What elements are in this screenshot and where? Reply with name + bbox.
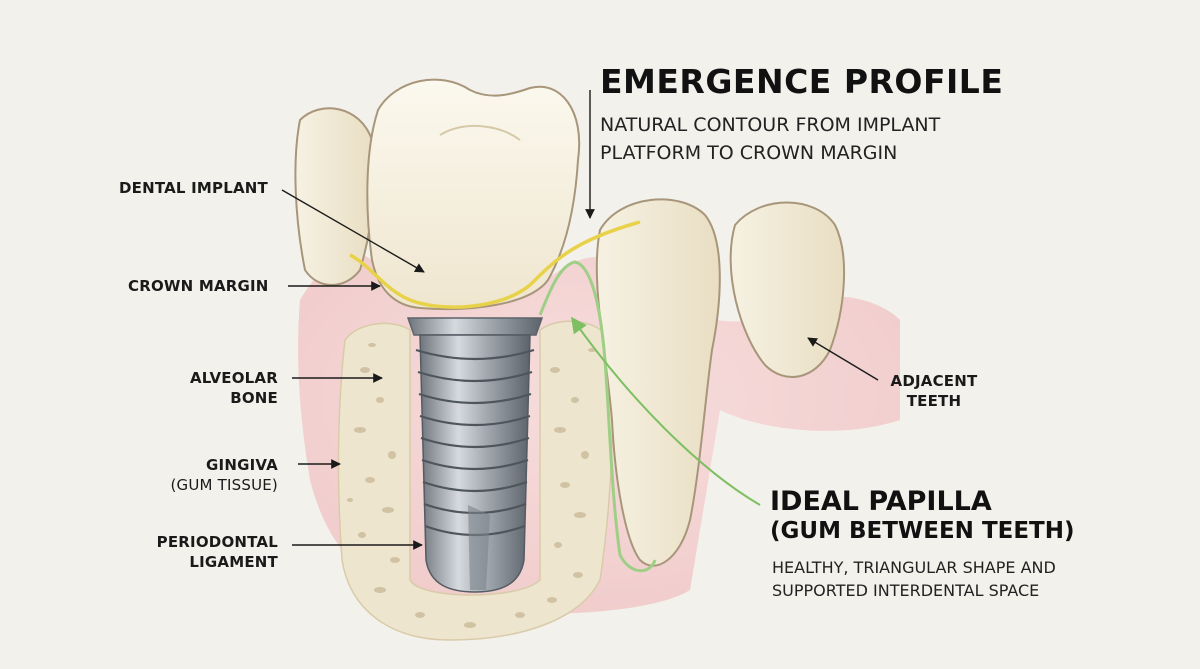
label-gingiva-line1: GINGIVA bbox=[206, 456, 278, 474]
label-adjacent-line2: TEETH bbox=[906, 392, 962, 410]
papilla-outline bbox=[538, 260, 657, 573]
label-alveolar-bone-line1: ALVEOLAR bbox=[189, 369, 278, 387]
adjacent-tooth-right bbox=[729, 201, 846, 378]
label-periodontal-line2: LIGAMENT bbox=[189, 553, 278, 571]
ideal-papilla-desc-1: HEALTHY, TRIANGULAR SHAPE AND bbox=[772, 558, 1056, 577]
label-alveolar-bone: ALVEOLAR BONE bbox=[150, 368, 278, 408]
label-dental-implant: DENTAL IMPLANT bbox=[119, 179, 268, 197]
implant-post bbox=[406, 317, 544, 593]
label-alveolar-bone-line2: BONE bbox=[230, 389, 278, 407]
ideal-papilla-title-2: (GUM BETWEEN TEETH) bbox=[770, 518, 1075, 544]
label-crown-margin: CROWN MARGIN bbox=[128, 277, 269, 295]
label-gingiva-line2: (GUM TISSUE) bbox=[170, 476, 278, 494]
emergence-profile-desc-1: NATURAL CONTOUR FROM IMPLANT bbox=[600, 114, 941, 136]
emergence-profile-title: EMERGENCE PROFILE bbox=[600, 62, 1004, 101]
label-periodontal-ligament: PERIODONTAL LIGAMENT bbox=[130, 532, 278, 572]
alveolar-bone-mass bbox=[337, 320, 614, 641]
label-adjacent-teeth: ADJACENT TEETH bbox=[885, 371, 983, 411]
label-adjacent-line1: ADJACENT bbox=[890, 372, 978, 390]
ideal-papilla-desc-2: SUPPORTED INTERDENTAL SPACE bbox=[772, 581, 1040, 600]
papilla-arrow bbox=[571, 316, 761, 506]
emergence-profile-desc-2: PLATFORM TO CROWN MARGIN bbox=[600, 142, 898, 164]
left-partial-tooth bbox=[294, 107, 376, 286]
label-gingiva: GINGIVA (GUM TISSUE) bbox=[130, 455, 278, 495]
leader-lines bbox=[281, 90, 879, 550]
adjacent-tooth-central bbox=[595, 198, 721, 567]
ideal-papilla-title-1: IDEAL PAPILLA bbox=[770, 486, 992, 517]
label-periodontal-line1: PERIODONTAL bbox=[156, 533, 278, 551]
bone-trabeculae bbox=[347, 343, 596, 628]
crown-margin-line bbox=[349, 220, 641, 309]
implant-crown bbox=[366, 78, 581, 311]
